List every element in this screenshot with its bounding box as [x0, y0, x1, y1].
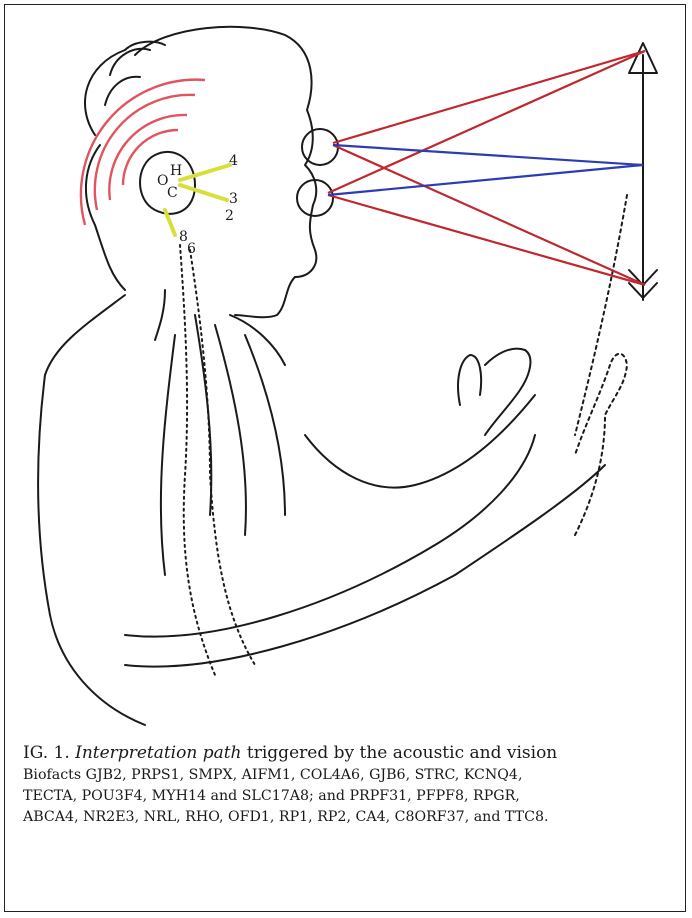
thumb: [458, 355, 481, 405]
neck: [155, 290, 165, 340]
dotted-ray: [575, 195, 627, 435]
caption-line-2: Biofacts GJB2, PRPS1, SMPX, AIFM1, COL4A…: [23, 765, 683, 786]
blue-ray-2: [328, 165, 643, 195]
shoulder-back: [45, 295, 125, 375]
caption-label: IG. 1.: [23, 743, 70, 763]
mark-6: 6: [187, 241, 196, 257]
figure-frame: O H C 4 3 2 8 6 IG. 1. Interpretation pa…: [4, 4, 686, 912]
caption-line-1: IG. 1. Interpretation path triggered by …: [23, 741, 683, 765]
caption-line1-rest: triggered by the acoustic and vision: [247, 743, 557, 763]
red-ray-3: [328, 51, 645, 193]
arm-lower: [125, 465, 605, 667]
caption-italic-term: Interpretation path: [75, 743, 241, 763]
drape-4: [161, 335, 175, 575]
mark-h: H: [170, 163, 182, 179]
caption-body: Biofacts GJB2, PRPS1, SMPX, AIFM1, COL4A…: [23, 765, 683, 828]
mark-2: 2: [225, 208, 234, 224]
mark-3: 3: [229, 191, 238, 207]
figure-caption: IG. 1. Interpretation path triggered by …: [23, 741, 683, 828]
pointing-finger: [485, 349, 530, 435]
drape-2: [215, 325, 246, 535]
yellow-path-2: [180, 185, 227, 200]
drape-3: [245, 335, 285, 515]
woodcut-illustration: O H C 4 3 2 8 6: [15, 15, 691, 735]
nerve-back: [190, 250, 255, 665]
mark-c: C: [167, 185, 178, 201]
forearm: [305, 395, 535, 488]
yellow-path-1: [180, 165, 230, 180]
arm-upper: [125, 435, 535, 637]
blue-ray-1: [333, 145, 643, 165]
caption-line-3: TECTA, POU3F4, MYH14 and SLC17A8; and PR…: [23, 786, 683, 807]
red-ray-1: [333, 51, 645, 143]
upper-eye: [302, 129, 338, 165]
body-back: [38, 375, 145, 725]
mark-4: 4: [229, 153, 238, 169]
caption-line-4: ABCA4, NR2E3, NRL, RHO, OFD1, RP1, RP2, …: [23, 807, 683, 828]
ghost-hand: [575, 354, 627, 535]
red-ray-4: [328, 195, 645, 285]
red-ray-2: [333, 145, 645, 285]
shoulder-front: [230, 315, 285, 365]
hearing-arc-4: [81, 80, 205, 225]
